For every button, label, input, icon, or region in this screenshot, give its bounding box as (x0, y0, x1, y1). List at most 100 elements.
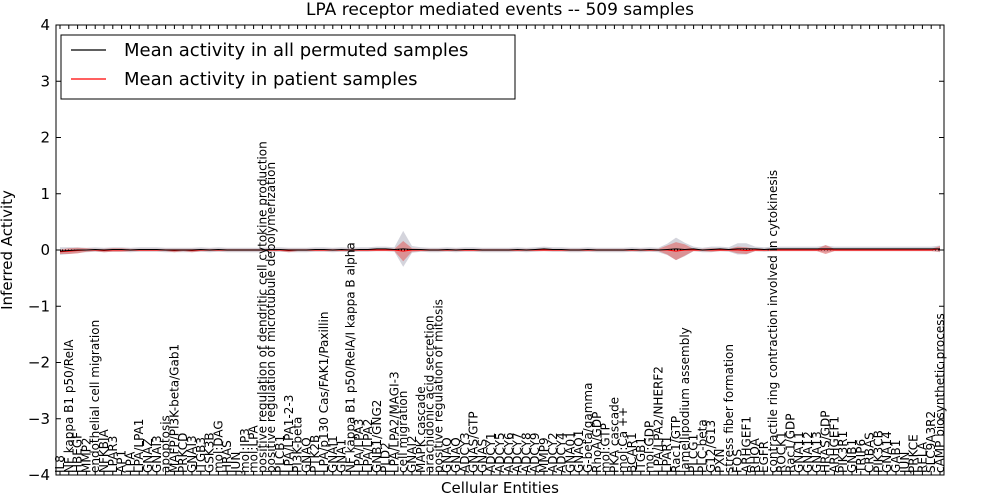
x-tick-label: cell migration (396, 391, 410, 473)
x-tick-label: lamellipodium assembly (678, 327, 692, 473)
x-tick-label: LPA (123, 451, 137, 473)
x-tick-label: HRAS/GDP (819, 410, 833, 473)
x-tick-label: IL8 (53, 455, 67, 473)
x-tick-label: LPAR1 (660, 436, 674, 473)
x-tick-label: MMP2 (79, 437, 93, 473)
x-tick-label: PRKCD (176, 433, 190, 473)
x-tick-label: mol:DAG (211, 420, 225, 473)
x-tick-label: SLC9A3R2 (924, 411, 938, 473)
legend-box (60, 34, 516, 100)
x-tick-label: arachidonic acid secretion (423, 316, 437, 473)
x-tick-label: LPA/LPA2 (361, 419, 375, 473)
x-tick-label: positive regulation of dendritic cell cy… (255, 141, 269, 473)
y-tick-label: 3 (40, 72, 50, 90)
x-tick-label: LPA/LPA2/NHERF2 (651, 366, 665, 473)
x-tick-label: G12/G13 (704, 420, 718, 473)
x-tick-label: GNAQ1 (572, 430, 586, 473)
x-tick-label: CRBAS (863, 432, 877, 473)
x-tick-label: ADCY5 (493, 432, 507, 473)
x-tick-label: PTK2B (308, 435, 322, 473)
x-tick-label: stress fiber formation (722, 344, 736, 473)
y-tick-label: 0 (40, 241, 50, 259)
x-tick-label: mol:GTP (599, 423, 613, 473)
x-tick-label: GNAI1 (326, 435, 340, 473)
y-tick-label: 1 (40, 185, 50, 203)
x-tick-label: JUN (229, 452, 243, 474)
x-tick-label: NF kappa B1 p50/RelA/I kappa B alpha (343, 242, 357, 473)
x-tick-label: MMP9 (537, 437, 551, 473)
x-tick-label: GNA14 (880, 431, 894, 473)
y-tick-label: −1 (28, 297, 50, 315)
x-tick-label: GNB1/GNG2 (370, 400, 384, 473)
x-tick-label: LPAR3 (106, 436, 120, 473)
x-tick-label: NF kappa B1 p50/RelA (62, 339, 76, 473)
x-tick-label: ADCY7 (511, 432, 525, 473)
x-tick-label: HRAS (220, 440, 234, 473)
x-tick-label: GNA1 (335, 439, 349, 473)
x-tick-label: GNAQ (449, 437, 463, 473)
x-tick-label: LPA/LPA1-2-3 (282, 395, 296, 473)
x-tick-label: PLCG1 (687, 434, 701, 473)
x-tick-label: GNAI2 (405, 435, 419, 473)
x-tick-label: GNA12 (801, 431, 815, 473)
x-tick-label: BCAR1 (625, 432, 639, 473)
x-tick-label: ARHGEF1 (739, 416, 753, 473)
x-tick-label: positive regulation of microtubule depol… (264, 162, 278, 473)
x-tick-label: positive regulation of mitosis (431, 299, 445, 473)
legend-label-permuted: Mean activity in all permuted samples (124, 40, 468, 61)
x-tick-label: PXN (713, 449, 727, 473)
x-tick-label: AP1 (115, 450, 129, 473)
x-tick-label: ADCY1 (484, 432, 498, 473)
x-tick-label: PIK3CB (871, 430, 885, 473)
x-tick-label: HBEGF (71, 432, 85, 473)
x-tick-label: ITGB3 (194, 437, 208, 473)
x-tick-label: GNAO (299, 437, 313, 473)
x-tick-label: FOS (731, 449, 745, 473)
x-tick-label: mol:IP3 (238, 428, 252, 473)
x-tick-label: PRKCE (907, 434, 921, 473)
x-tick-label: ARHGEF1 (827, 416, 841, 473)
x-tick-label: PKA cascade (607, 397, 621, 473)
x-axis-title: Cellular Entities (441, 479, 559, 497)
x-tick-label: ITGB1 (634, 437, 648, 473)
x-tick-label: PI3K-beta (291, 417, 305, 473)
x-tick-label: ADCY6 (502, 432, 516, 473)
x-tick-label: GNB1 (845, 439, 859, 473)
x-tick-label: G-beta/gamma (581, 383, 595, 473)
x-tick-label: ADCY8 (519, 432, 533, 473)
x-tick-label: LPA/p130 Cas/FAK1/Paxillin (317, 312, 331, 473)
y-tick-label: 4 (40, 16, 50, 34)
y-tick-label: −4 (28, 466, 50, 484)
y-axis-title: Inferred Activity (0, 190, 16, 310)
x-tick-label: RHOA (748, 437, 762, 473)
y-tick-label: 2 (40, 129, 50, 147)
x-tick-label: RhoA/GDP (590, 412, 604, 473)
x-tick-label: endothelial cell migration (88, 320, 102, 473)
x-tick-label: NFKBIA (97, 428, 111, 473)
x-tick-label: LPA/LPA3 (352, 419, 366, 473)
x-tick-label: mol:LPA (247, 424, 261, 473)
x-tick-label: PIK3R1 (836, 431, 850, 473)
x-tick-label: MAFP/PI3K-beta/Gab1 (167, 344, 181, 473)
x-tick-label: mol:Ca ++ (616, 407, 630, 473)
x-tick-label: TRIP6 (854, 439, 868, 474)
x-tick-label: ADCY9 (528, 432, 542, 473)
x-tick-label: GNAZ (141, 438, 155, 473)
x-tick-label: PLD2 (379, 442, 393, 473)
x-tick-label: LPA/LPA2/MAGI-3 (387, 371, 401, 473)
x-tick-label: LPA/LPA1 (132, 419, 146, 473)
x-tick-label: PLC-beta (695, 419, 709, 473)
x-tick-label: GAB1 (889, 440, 903, 473)
x-tick-label: ADCY2 (546, 432, 560, 473)
legend: Mean activity in all permuted samples Me… (60, 34, 516, 100)
x-tick-label: GNA01 (563, 431, 577, 473)
x-tick-label: Rac1/GDP (783, 414, 797, 473)
y-tick-label: −3 (28, 410, 50, 428)
x-tick-label: GNAS/GTP (467, 411, 481, 473)
chart-title: LPA receptor mediated events -- 509 samp… (306, 0, 694, 20)
x-tick-label: mol:GDP (643, 421, 657, 473)
x-tick-label: cAMP biosynthetic process (933, 313, 947, 473)
